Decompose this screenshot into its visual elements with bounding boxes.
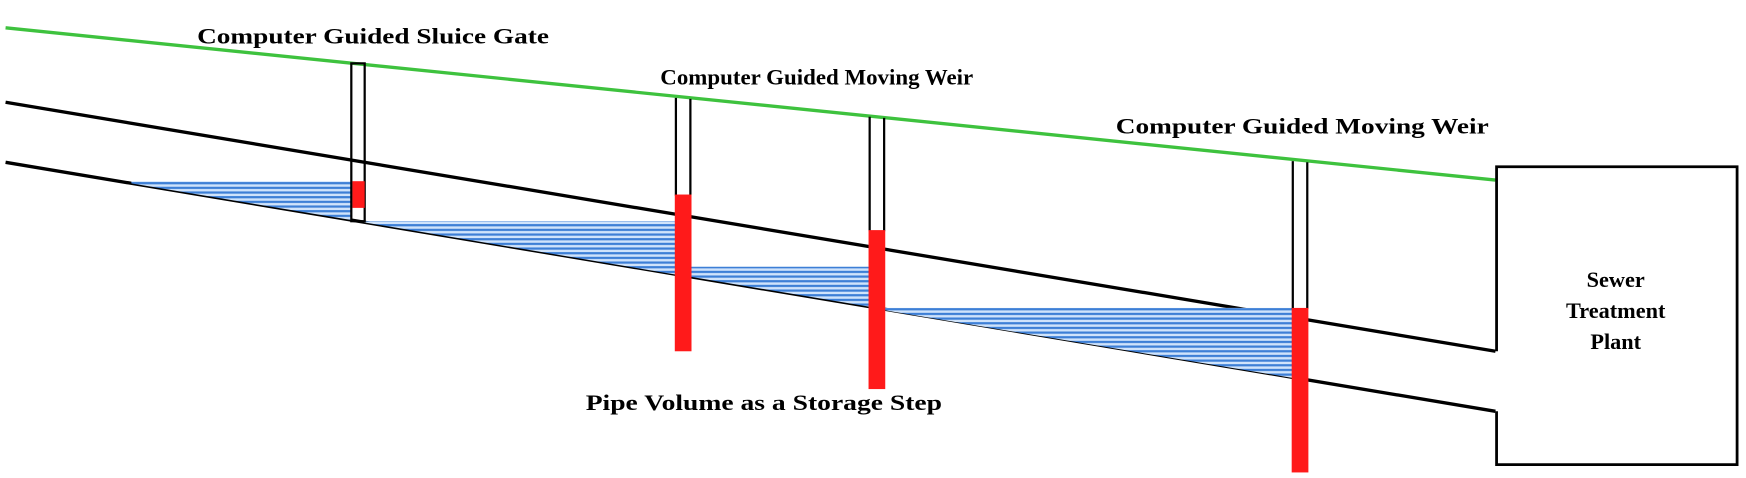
sluice-gate-label: Computer Guided Sluice Gate bbox=[197, 23, 549, 48]
moving-weir-label-2: Computer Guided Moving Weir bbox=[1116, 113, 1489, 138]
weir-1-blade bbox=[674, 194, 692, 352]
weir-3-blade bbox=[1291, 307, 1309, 473]
plant-label-line2: Treatment bbox=[1566, 298, 1666, 323]
plant-label-line3: Plant bbox=[1590, 329, 1641, 354]
storage-step-label: Pipe Volume as a Storage Step bbox=[586, 390, 942, 415]
moving-weir-2 bbox=[868, 116, 886, 390]
sluice-gate bbox=[350, 62, 366, 223]
stored-water-volume-2 bbox=[364, 221, 676, 275]
stored-water-volume-3 bbox=[690, 266, 870, 307]
ground-surface-line bbox=[5, 26, 1496, 182]
sewer-treatment-plant: Sewer Treatment Plant bbox=[1495, 165, 1739, 467]
plant-label-line1: Sewer bbox=[1587, 267, 1645, 292]
sluice-gate-blade bbox=[352, 181, 365, 208]
moving-weir-1 bbox=[674, 97, 692, 352]
moving-weir-3 bbox=[1291, 161, 1309, 473]
weir-2-blade bbox=[868, 230, 886, 390]
stored-water-volume-4 bbox=[884, 307, 1293, 378]
moving-weir-label-1: Computer Guided Moving Weir bbox=[660, 65, 973, 90]
stored-water-volume-1 bbox=[131, 181, 352, 221]
